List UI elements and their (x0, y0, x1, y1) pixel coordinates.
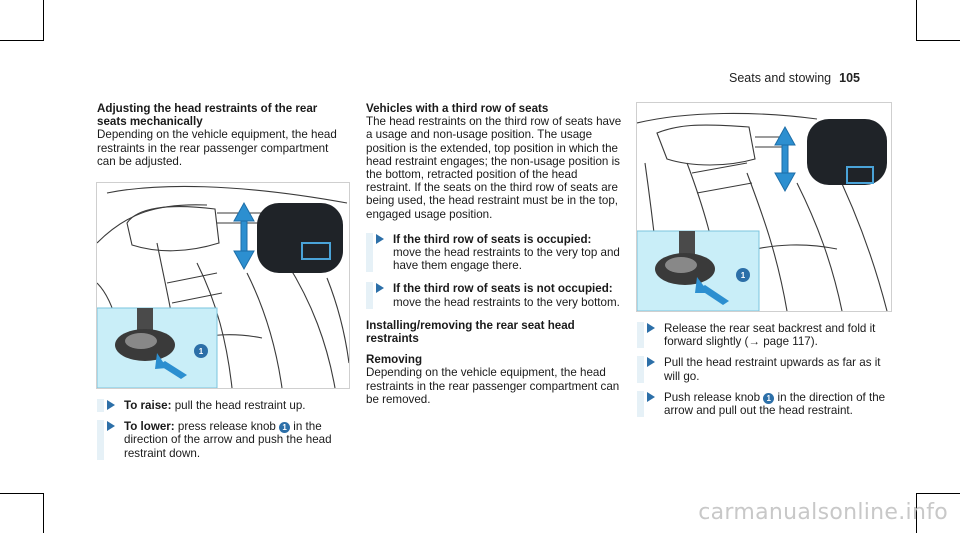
release-knob-callout: 1 (763, 392, 775, 404)
step-arrow-icon (376, 233, 384, 244)
column-3-steps: Release the rear seat backrest and fold … (637, 322, 891, 418)
step-arrow-icon (107, 421, 115, 432)
seat-illustration: 1 (97, 185, 349, 388)
crop-mark (916, 40, 960, 41)
step-not-occupied: If the third row of seats is not occupie… (366, 282, 622, 309)
page-number: 105 (839, 71, 860, 85)
section-title: Seats and stowing (728, 71, 832, 85)
column-1-steps: To raise: pull the head restraint up. To… (97, 399, 349, 460)
intro-text: The head restraints on the third row of … (366, 115, 622, 221)
sub-heading: Installing/removing the rear seat head r… (366, 318, 575, 346)
watermark: carmanualsonline.info (698, 500, 948, 525)
step-text: Push release knob (664, 390, 764, 404)
column-1: Adjusting the head restraints of the rea… (97, 102, 347, 168)
step-text: move the head restraints to the very top… (393, 246, 620, 273)
step-lower: To lower: press release knob 1 in the di… (97, 420, 349, 460)
step-label: To raise: (124, 399, 172, 412)
crop-mark (916, 0, 917, 40)
step-fold-backrest: Release the rear seat backrest and fold … (637, 322, 891, 349)
step-raise: To raise: pull the head restraint up. (97, 399, 349, 413)
step-occupied: If the third row of seats is occupied: m… (366, 232, 622, 273)
removing-text: Depending on the vehicle equipment, the … (366, 366, 620, 406)
step-label: If the third row of seats is occupied: (393, 232, 592, 246)
release-knob-callout: 1 (279, 422, 291, 434)
step-text: press release knob (174, 420, 280, 434)
intro-text: Depending on the vehicle equipment, the … (97, 128, 337, 168)
step-arrow-icon (647, 323, 655, 333)
crop-mark (0, 40, 44, 41)
page-ref-link[interactable]: page 117). (760, 335, 818, 349)
crop-mark (43, 493, 44, 533)
crop-mark (0, 493, 44, 494)
page-header: Seats and stowing 105 (729, 71, 860, 85)
section-heading: Vehicles with a third row of seats (366, 102, 549, 115)
removing-heading: Removing (366, 353, 423, 367)
step-pull-up: Pull the head restraint upwards as far a… (637, 356, 891, 383)
column-2: Vehicles with a third row of seats The h… (366, 102, 622, 406)
figure-head-restraint-remove: 1 (636, 102, 892, 312)
step-text: pull the head restraint up. (171, 399, 306, 412)
step-text: in the direction of the arrow and push t… (124, 420, 332, 460)
step-text: in the direction of the arrow and pull o… (664, 390, 886, 418)
step-arrow-icon (647, 357, 655, 368)
seat-illustration: 1 (637, 112, 888, 311)
step-label: To lower: (124, 420, 175, 434)
step-push-knob: Push release knob 1 in the direction of … (637, 390, 891, 418)
crop-mark (916, 493, 917, 533)
step-text: Pull the head restraint upwards as far a… (664, 356, 881, 383)
step-arrow-icon (376, 283, 384, 294)
crop-mark (916, 493, 960, 494)
step-label: If the third row of seats is not occupie… (393, 282, 613, 296)
figure-head-restraint-raise-lower: 1 (96, 182, 350, 389)
step-arrow-icon (107, 400, 115, 410)
page-ref-arrow-icon: → (748, 335, 760, 349)
step-text: move the head restraints to the very bot… (393, 295, 620, 309)
section-heading: Adjusting the head restraints of the rea… (97, 102, 318, 129)
crop-mark (43, 0, 44, 40)
callout-1: 1 (741, 271, 746, 280)
step-arrow-icon (647, 391, 655, 402)
callout-1: 1 (199, 347, 204, 356)
step-text: Release the rear seat backrest and fold … (664, 322, 876, 349)
